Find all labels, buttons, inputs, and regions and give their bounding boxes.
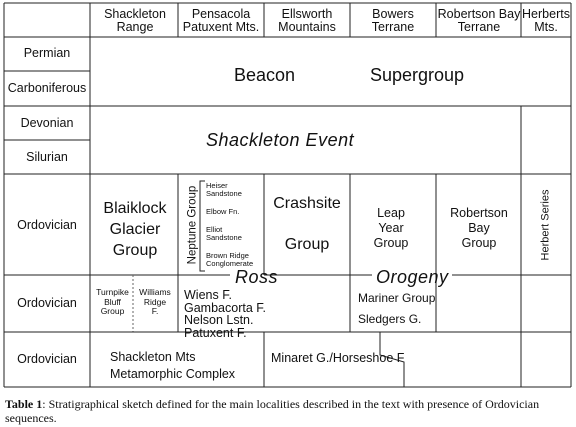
unit-line: Group [461,236,497,250]
unit-pensacola-formations: Wiens F. Gambacorta F. Nelson Lstn. Patu… [184,289,266,339]
unit-line: Wiens F. [184,288,232,302]
col-header-robertson-bay: Robertson Bay Terrane [436,8,522,34]
unit-line: Sandstone [206,189,242,198]
unit-elbow-fn: Elbow Fn. [206,207,240,216]
unit-line: Blaiklock [103,200,167,217]
unit-line: Robertson [450,206,508,220]
unit-line: Bay [468,221,490,235]
period-permian: Permian [23,46,71,60]
caption-label: Table 1 [5,397,43,411]
unit-line: Williams [139,287,171,297]
unit-shackleton-event: Shackleton Event [206,130,355,150]
unit-line: Ridge [143,296,167,307]
col-header-line: Herberts [522,7,570,21]
col-header-herberts: Herberts Mts. [521,8,571,34]
unit-herbert-series: Herbert Series [539,189,552,261]
unit-heiser-sandstone: Heiser Sandstone [206,182,242,198]
period-ordovician-lower: Ordovician [17,352,77,366]
unit-leap-year-group: Leap Year Group [350,206,432,251]
unit-line: F. [151,306,159,316]
col-header-line: Robertson Bay [437,7,521,21]
unit-line: Gambacorta F. [184,300,266,315]
col-header-pensacola: Pensacola Patuxent Mts. [178,8,264,34]
col-header-line: Mountains [278,20,336,34]
unit-robertson-bay-group: Robertson Bay Group [436,206,522,251]
period-devonian: Devonian [20,116,74,130]
unit-line: Metamorphic Complex [110,367,236,381]
col-header-line: Pensacola [191,7,251,21]
unit-shackleton-metamorphic-complex: Shackleton Mts Metamorphic Complex [110,349,235,383]
minaret-right-boundary [379,332,405,387]
col-header-line: Mts. [534,20,558,34]
col-header-line: Patuxent Mts. [182,20,260,34]
unit-orogeny: Orogeny [376,267,449,287]
unit-williams-ridge: Williams Ridge F. [134,287,176,317]
unit-line: Brown Ridge [206,251,249,260]
unit-crashsite-group: Group [284,236,330,253]
col-header-line: Terrane [371,20,415,34]
unit-line: Year [378,221,404,235]
unit-supergroup: Supergroup [370,65,465,85]
unit-elliot-sandstone: Elliot Sandstone [206,226,242,242]
unit-line: Shackleton Mts [110,350,196,364]
unit-line: Heiser [206,181,228,190]
neptune-bracket [199,180,205,272]
unit-crashsite: Crashsite [273,195,341,212]
unit-mariner-group: Mariner Group [358,291,436,305]
col-header-bowers: Bowers Terrane [350,8,436,34]
unit-line: Bluff [104,296,121,307]
unit-ross: Ross [235,267,279,287]
period-silurian: Silurian [26,150,68,164]
unit-line: Nelson Lstn. [184,313,254,327]
col-header-line: Ellsworth [281,7,333,21]
col-header-line: Bowers [372,7,414,21]
unit-beacon: Beacon [234,65,296,85]
unit-blaiklock-glacier-group: Blaiklock Glacier Group [92,198,178,261]
col-header-line: Range [116,20,154,34]
col-header-ellsworth: Ellsworth Mountains [264,8,350,34]
col-header-line: Terrane [457,20,501,34]
unit-sledgers: Sledgers G. [358,312,422,326]
unit-line: Group [373,236,409,250]
caption-text: : Stratigraphical sketch defined for the… [5,397,540,425]
unit-brown-ridge-conglomerate: Brown Ridge Conglomerate [206,252,253,268]
unit-line: Turnpike [96,287,129,297]
unit-line: Conglomerate [206,259,254,268]
unit-line: Glacier [109,221,161,238]
stratigraphic-table-frame [3,2,572,388]
unit-line: Group [112,242,158,259]
period-carboniferous: Carboniferous [7,81,87,95]
unit-line: Patuxent F. [184,325,247,340]
unit-minaret-horseshoe: Minaret G./Horseshoe F [271,351,405,365]
col-header-shackleton-range: Shackleton Range [92,8,178,34]
period-ordovician-middle: Ordovician [17,296,77,310]
col-header-line: Shackleton [104,7,166,21]
unit-turnpike-bluff-group: Turnpike Bluff Group [92,287,133,317]
table-caption: Table 1: Stratigraphical sketch defined … [5,397,571,425]
unit-line: Group [100,306,125,316]
unit-line: Sandstone [206,233,242,242]
unit-line: Leap [377,206,405,220]
period-ordovician-upper: Ordovician [17,218,77,232]
unit-line: Elliot [206,225,223,234]
